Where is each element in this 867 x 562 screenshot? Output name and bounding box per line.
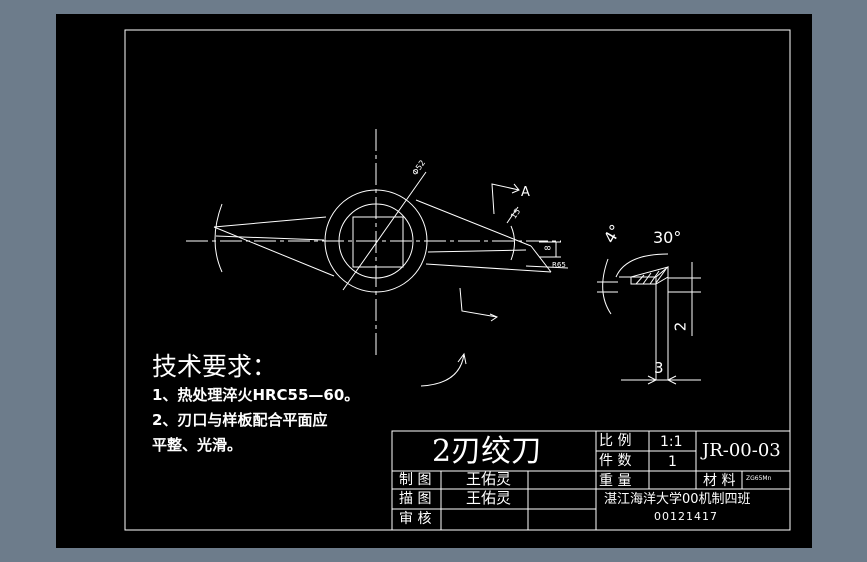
material-value: ZG65Mn [746, 475, 772, 482]
title-block-outer [391, 430, 791, 531]
traced-by: 王佑灵 [466, 489, 512, 507]
dim-3-arrow-left [647, 375, 658, 385]
left-blade-top-edge [213, 216, 327, 228]
radius-leader [525, 265, 569, 269]
right-blade-mid-edge [427, 249, 527, 253]
right-blade-lower-edge [425, 263, 552, 273]
scale-value: 1:1 [660, 434, 683, 450]
angle-30-label: 30° [653, 228, 682, 247]
section-arrow-bottom [489, 313, 499, 322]
angle-30-arc [615, 253, 669, 278]
student-id: 00121417 [654, 510, 718, 523]
tech-req-item-3: 平整、光滑。 [152, 436, 243, 454]
drawn-label: 制 图 [399, 472, 432, 488]
tech-req-item-1: 1、热处理淬火HRC55—60。 [152, 386, 360, 404]
rotation-arc [420, 353, 465, 387]
section-mark-top [491, 183, 520, 215]
hatch-1 [635, 274, 645, 285]
hub-outer-circle [324, 189, 428, 293]
main-view [186, 129, 569, 387]
quantity-value: 1 [668, 454, 677, 470]
weight-label: 重 量 [599, 473, 632, 489]
right-blade-end-arc [510, 225, 515, 261]
section-label-a: A [521, 185, 530, 200]
section-arrow-top [511, 183, 520, 194]
scale-label: 比 例 [599, 433, 632, 449]
left-blade-mid-edge [215, 235, 325, 241]
traced-label: 描 图 [399, 491, 432, 507]
quantity-label: 件 数 [599, 453, 632, 469]
width-3-label: 3 [654, 359, 664, 377]
section-mark-bottom [459, 287, 498, 318]
right-blade-upper-edge [415, 199, 532, 247]
drawing-viewport[interactable]: Φ52 15 A 8 R65 4° 30° 2 3 技术要求： 1、热处理淬火H… [56, 14, 812, 548]
hatch-2 [642, 272, 652, 285]
diameter-leader-ext [418, 171, 427, 183]
drawing-number: JR-00-03 [702, 440, 781, 461]
tech-req-heading: 技术要求： [152, 352, 278, 381]
angle-4-arc [602, 258, 612, 315]
hub-inner-circle [338, 203, 414, 279]
left-blade-end-arc [214, 203, 223, 273]
square-hole [352, 216, 404, 268]
angle-15-leader [506, 206, 519, 224]
section-view [597, 253, 701, 385]
right-blade-tip [530, 245, 552, 273]
material-label: 材 料 [703, 473, 736, 489]
radius-label: R65 [552, 261, 566, 269]
thickness-label: 8 [543, 245, 553, 251]
hatched-region [630, 266, 669, 285]
dim-3-arrow-right [666, 375, 677, 385]
diameter-leader [342, 181, 420, 291]
title-block [391, 430, 791, 531]
hatch-3 [649, 270, 660, 285]
checked-label: 审 核 [399, 511, 432, 527]
rotation-arc-arrow [457, 352, 467, 365]
school-name: 湛江海洋大学00机制四班 [604, 492, 751, 507]
drawing-canvas [124, 29, 791, 531]
tech-req-item-2: 2、刃口与样板配合平面应 [152, 411, 328, 429]
left-blade-lower-edge [213, 226, 335, 277]
drawn-by: 王佑灵 [466, 470, 512, 488]
part-name: 2刃绞刀 [432, 434, 542, 469]
height-2-label: 2 [671, 321, 690, 332]
hatch-4 [655, 268, 667, 284]
